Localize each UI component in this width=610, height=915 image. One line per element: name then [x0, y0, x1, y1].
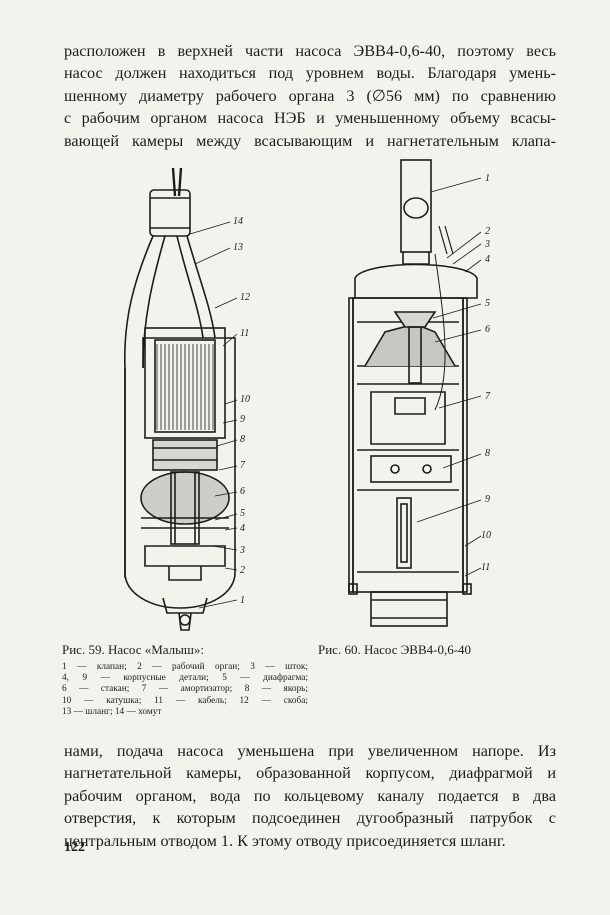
page-number: 122	[64, 840, 85, 855]
legend-line: 6 — стакан; 7 — амортизатор; 8 — якорь;	[62, 684, 308, 695]
body-paragraph-bottom: нами, подача насоса уменьшена при увелич…	[64, 740, 556, 852]
callout-label: 9	[240, 414, 245, 425]
callout-label: 8	[240, 434, 245, 445]
callout-label: 2	[240, 565, 245, 576]
text-line: отверстия, к которым подсоединен дугообр…	[64, 809, 556, 828]
callout-label: 2	[485, 226, 490, 237]
callout-label: 3	[484, 239, 490, 250]
legend-line: 1 — клапан; 2 — рабочий орган; 3 — шток;	[62, 662, 308, 672]
legend-line: 10 — катушка; 11 — кабель; 12 — скоба;	[62, 695, 308, 706]
legend-line: 13 — шланг; 14 — хомут	[62, 706, 162, 717]
callout-label: 8	[485, 448, 490, 459]
callout-label: 10	[481, 530, 491, 541]
callout-label: 7	[240, 460, 246, 471]
text-line: шенному диаметру рабочего органа 3 (∅56 …	[64, 86, 556, 105]
callout-label: 6	[485, 324, 490, 335]
callout-label: 6	[240, 486, 245, 497]
legend-line: 4, 9 — корпусные детали; 5 — диафрагма;	[62, 673, 308, 684]
callout-label: 5	[485, 298, 490, 309]
text-line: расположен в верхней части насоса ЭВВ4-0…	[64, 42, 556, 60]
callout-label: 10	[240, 394, 250, 405]
text-line: вающей камеры между всасывающим и нагнет…	[64, 131, 556, 150]
callout-label: 4	[485, 254, 490, 265]
figure-60-drawing: 1 2 3 4 5 6 7 8 9 10 11	[335, 152, 505, 637]
text-line: насос должен находиться под уровнем воды…	[64, 64, 556, 83]
figure-59-caption: Рис. 59. Насос «Малыш»:	[62, 642, 205, 657]
text-line: нами, подача насоса уменьшена при увелич…	[64, 742, 556, 760]
callout-label: 1	[240, 595, 245, 606]
figure-60-caption: Рис. 60. Насос ЭВВ4-0,6-40	[318, 642, 472, 657]
callout-label: 11	[240, 328, 249, 339]
text-line: с рабочим органом насоса НЭБ и уменьшенн…	[64, 109, 556, 128]
text-line: центральным отводом 1. К этому отводу пр…	[64, 831, 506, 850]
callout-label: 7	[485, 391, 491, 402]
callout-label: 9	[485, 494, 490, 505]
text-line: рабочим органом, вода по кольцевому кана…	[64, 786, 556, 805]
text-line: нагнетательной камеры, образованной корп…	[64, 764, 556, 783]
callout-label: 14	[233, 216, 243, 227]
callout-label: 3	[239, 545, 245, 556]
callout-label: 1	[485, 173, 490, 184]
figure-59-drawing: 14 13 12 11 10 9 8 7 6 5 4 3 2 1	[95, 168, 265, 643]
callout-label: 5	[240, 508, 245, 519]
figure-59-legend: 1 — клапан; 2 — рабочий орган; 3 — шток;…	[62, 662, 308, 718]
body-paragraph-top: расположен в верхней части насоса ЭВВ4-0…	[64, 40, 556, 152]
callout-label: 11	[481, 562, 490, 573]
callout-label: 4	[240, 523, 245, 534]
callout-label: 12	[240, 292, 250, 303]
callout-label: 13	[233, 242, 243, 253]
